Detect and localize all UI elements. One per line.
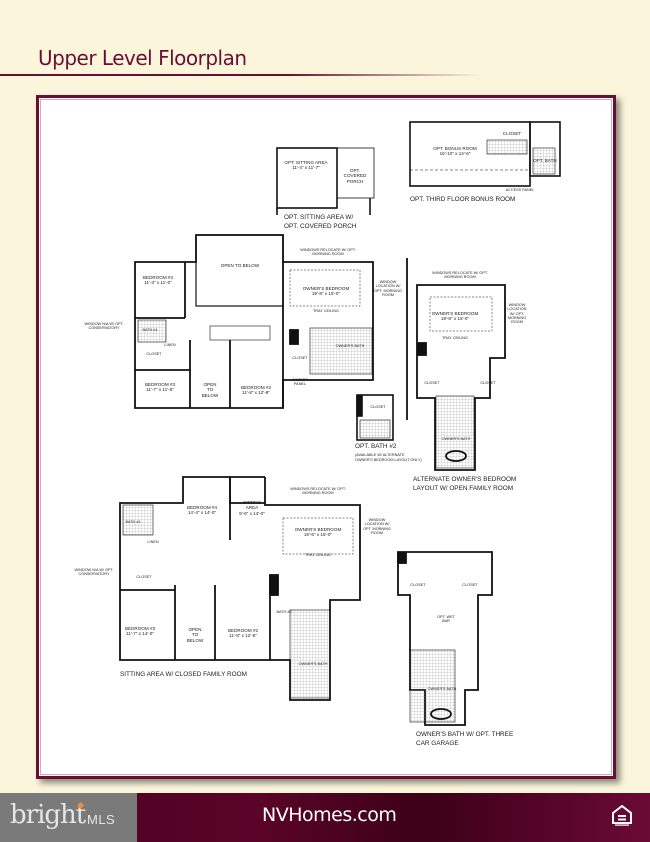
- window-na-note: WINDOW N/A W/ OPT. CONSERVATORY: [84, 322, 124, 331]
- closet-label: CLOSET: [146, 352, 162, 356]
- sp-windows-note: WINDOWS RELOCATE W/ OPT. MORNING ROOM: [290, 487, 346, 496]
- logo-suffix: MLS: [87, 812, 116, 827]
- sp-closet-label: CLOSET: [136, 575, 152, 579]
- bonus-closet-label: CLOSET: [502, 131, 522, 136]
- opt-covered-porch-label: OPT. COVERED PORCH: [343, 168, 367, 184]
- tray-ceiling-label: TRAY CEILING: [312, 309, 340, 313]
- logo-word: bright: [10, 800, 86, 830]
- bonus-access-label: ACCESS PANEL: [505, 188, 535, 192]
- sp-window-na-note: WINDOW N/A W/ OPT. CONSERVATORY: [74, 568, 114, 577]
- bath2-closet-label: CLOSET: [370, 405, 386, 409]
- bath2-caption: OPT. BATH #2: [355, 443, 397, 450]
- equal-housing-icon: [612, 805, 632, 826]
- sp-bath-2-label: BATH #2: [276, 610, 292, 614]
- alt-owners-bath-label: OWNER'S BATH: [441, 437, 471, 441]
- sitting-plan: [119, 476, 361, 701]
- bonus-bath-label: OPT. BATH: [533, 158, 557, 163]
- bath-1-label: BATH #1: [142, 328, 158, 332]
- alt-tray-label: TRAY CEILING: [441, 336, 469, 340]
- sp-linen-label: LINEN: [147, 540, 159, 544]
- open-to-below-label: OPEN TO BELOW: [220, 263, 260, 268]
- owners-bath-label: OWNER'S BATH: [335, 344, 365, 348]
- bonus-caption: OPT. THIRD FLOOR BONUS ROOM: [410, 196, 516, 203]
- alternate-plan: [406, 258, 506, 471]
- bright-mls-logo: bright MLS: [0, 793, 137, 842]
- sitting-option-caption: OPT. SITTING AREA W/OPT. COVERED PORCH: [284, 214, 357, 230]
- bath2-option: [356, 394, 394, 441]
- g-closet-2-label: CLOSET: [462, 583, 478, 587]
- sp-owners-bath-label: OWNER'S BATH: [298, 662, 328, 666]
- main-plan: [134, 234, 374, 409]
- open-to-below-2-label: OPEN TO BELOW: [201, 382, 219, 398]
- window-location-note: WINDOW LOCATION W/ OPT. MORNING ROOM: [374, 280, 402, 298]
- site-link[interactable]: NVHomes.com: [262, 804, 397, 826]
- sp-open-below-label: OPEN TO BELOW: [186, 627, 204, 643]
- alt-closet-2-label: CLOSET: [480, 381, 496, 385]
- sp-tray-label: TRAY CEILING: [304, 553, 332, 557]
- sitting-porch-option: [276, 147, 375, 215]
- alt-closet-label: CLOSET: [424, 381, 440, 385]
- page-title: Upper Level Floorplan: [38, 46, 247, 70]
- g-closet-label: CLOSET: [410, 583, 426, 587]
- title-rule: [0, 74, 480, 76]
- g-wet-bar-label: OPT. WET BAR: [437, 615, 455, 624]
- windows-relocate-note: WINDOWS RELOCATE W/ OPT. MORNING ROOM: [300, 248, 356, 257]
- sp-caption: SITTING AREA W/ CLOSED FAMILY ROOM: [120, 671, 247, 678]
- g-owners-bath-label: OWNER'S BATH: [427, 687, 457, 691]
- alt-windows-note: WINDOWS RELOCATE W/ OPT. MORNING ROOM: [432, 271, 488, 280]
- sp-bath-1-label: BATH #1: [125, 520, 141, 524]
- bonus-room-option: [409, 121, 561, 187]
- linen-label: LINEN: [164, 343, 176, 347]
- alt-window-note: WINDOW LOCATION W/ OPT. MORNING ROOM: [507, 303, 527, 325]
- garage-plan: [397, 551, 493, 726]
- footer: bright MLS NVHomes.com: [0, 793, 650, 842]
- access-panel-label: ACCESS PANEL: [292, 378, 308, 387]
- owners-closet-label: CLOSET: [292, 356, 308, 360]
- sp-window-note: WINDOW LOCATION W/ OPT. MORNING ROOM: [363, 518, 391, 536]
